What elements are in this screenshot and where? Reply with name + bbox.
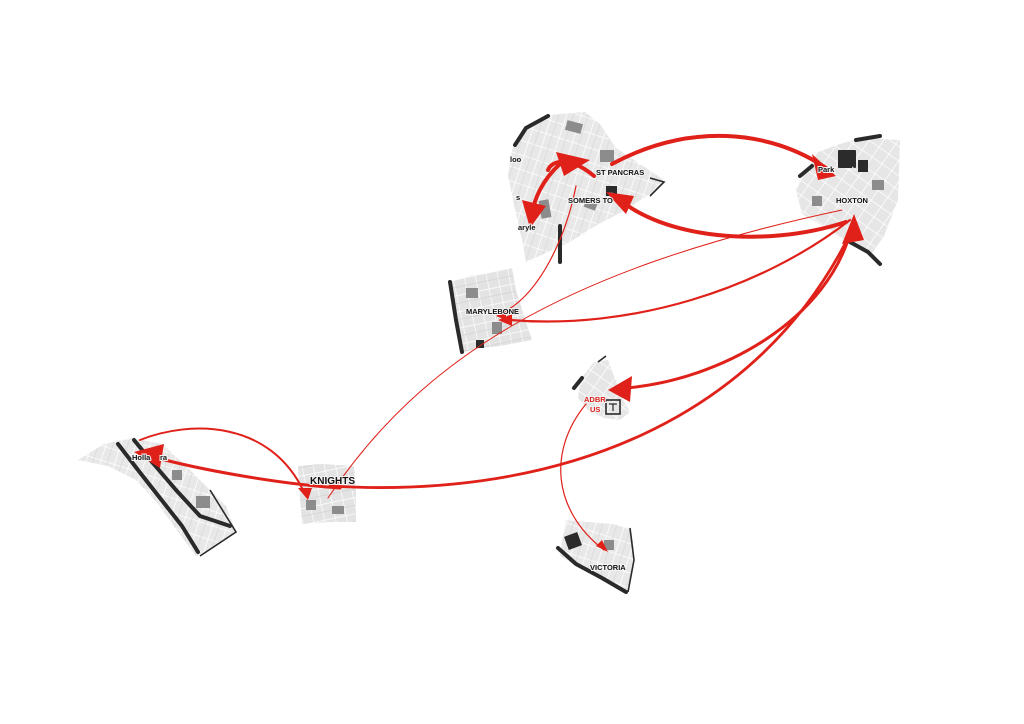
- label-knightsbridge: KNIGHTS: [310, 476, 355, 487]
- label-somers-town: SOMERS TO: [568, 196, 613, 205]
- label-hoxton: HOXTON: [836, 196, 868, 205]
- label-holland-park: Holla: [132, 453, 151, 462]
- label-ladbroke-2: US: [590, 405, 600, 414]
- map-fragment-victoria: [556, 520, 635, 594]
- label-west-fragment-2: aryle: [518, 223, 536, 232]
- map-fragment-ladbroke: [572, 355, 630, 420]
- underground-icon: [605, 399, 621, 415]
- label-west-fragment-1: s: [516, 193, 520, 202]
- label-hoxton-park: Park: [818, 165, 835, 174]
- label-victoria: VICTORIA: [590, 563, 626, 572]
- station-icon: [606, 186, 617, 196]
- flow-arrows: [134, 133, 864, 552]
- map-fragment-holland-park: [78, 438, 238, 557]
- label-ladbroke: ADBR: [584, 395, 606, 404]
- label-euston-fragment: loo: [510, 155, 522, 164]
- label-st-pancras: ST PANCRAS: [596, 168, 644, 177]
- map-fragment-marylebone: [448, 268, 532, 354]
- svg-text:⌄: ⌄: [608, 188, 614, 196]
- train-icon: ⛬: [850, 164, 856, 173]
- map-fragment-st-pancras: ⌄: [508, 112, 666, 264]
- label-marylebone: MARYLEBONE: [466, 307, 519, 316]
- label-holland-suffix: ra: [160, 453, 168, 462]
